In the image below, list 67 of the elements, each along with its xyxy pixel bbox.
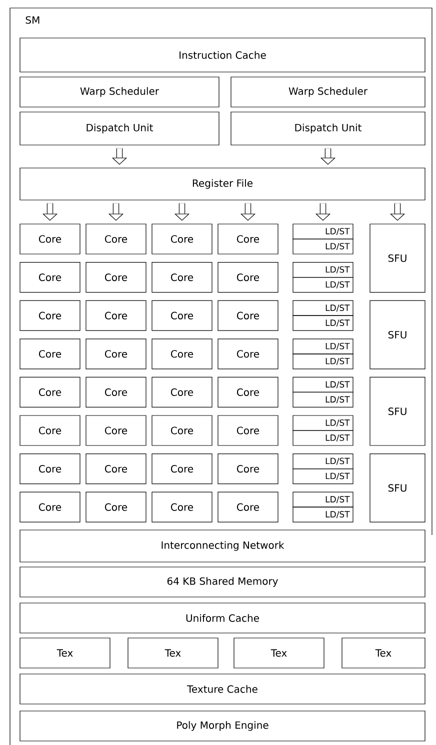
ld-st-box: LD/ST [292,376,354,392]
ld-st-box: LD/ST [292,262,354,278]
core-box: Core [218,262,278,293]
unit-box: Register File [20,168,426,200]
core-box: Core [218,415,278,446]
core-box: Core [20,300,80,331]
core-box: Core [20,454,80,484]
sfu-box: SFU [370,300,426,370]
core-box: Core [20,492,80,522]
ld-st-box: LD/ST [292,238,354,254]
unit-box: Interconnecting Network [20,530,426,562]
core-box: Core [152,376,212,408]
core-box: Core [86,338,146,370]
ld-st-box: LD/ST [292,468,354,484]
ld-st-box: LD/ST [292,354,354,370]
unit-box: Texture Cache [20,674,426,704]
core-box: Core [86,454,146,484]
core-box: Core [218,492,278,522]
unit-box: 64 KB Shared Memory [20,566,426,598]
unit-box: Dispatch Unit [20,112,220,146]
core-box: Core [20,415,80,446]
ld-st-box: LD/ST [292,277,354,293]
unit-box: Warp Scheduler [20,76,220,108]
core-box: Core [152,415,212,446]
ld-st-box: LD/ST [292,392,354,408]
unit-box: Dispatch Unit [230,112,426,146]
ld-st-box: LD/ST [292,300,354,316]
core-box: Core [86,224,146,254]
ld-st-box: LD/ST [292,338,354,354]
core-box: Core [86,300,146,331]
tex-box: Tex [128,638,218,668]
core-box: Core [152,262,212,293]
core-box: Core [20,376,80,408]
ld-st-box: LD/ST [292,315,354,331]
sfu-box: SFU [370,454,426,522]
core-box: Core [152,454,212,484]
ld-st-box: LD/ST [292,492,354,508]
core-box: Core [152,300,212,331]
core-box: Core [20,338,80,370]
tex-box: Tex [342,638,426,668]
core-box: Core [86,262,146,293]
sfu-box: SFU [370,376,426,446]
ld-st-box: LD/ST [292,224,354,240]
core-box: Core [152,492,212,522]
core-box: Core [218,338,278,370]
core-box: Core [152,224,212,254]
sfu-box: SFU [370,224,426,293]
core-box: Core [218,454,278,484]
core-box: Core [86,376,146,408]
ld-st-box: LD/ST [292,430,354,446]
unit-box: Warp Scheduler [230,76,426,108]
ld-st-box: LD/ST [292,454,354,470]
core-box: Core [152,338,212,370]
ld-st-box: LD/ST [292,506,354,522]
core-box: Core [218,224,278,254]
core-box: Core [218,300,278,331]
unit-box: Instruction Cache [20,38,426,72]
tex-box: Tex [20,638,110,668]
tex-box: Tex [234,638,324,668]
unit-box: Poly Morph Engine [20,710,426,742]
unit-box: Uniform Cache [20,602,426,634]
core-box: Core [20,262,80,293]
core-box: Core [86,492,146,522]
core-box: Core [86,415,146,446]
ld-st-box: LD/ST [292,415,354,431]
core-box: Core [218,376,278,408]
core-box: Core [20,224,80,254]
